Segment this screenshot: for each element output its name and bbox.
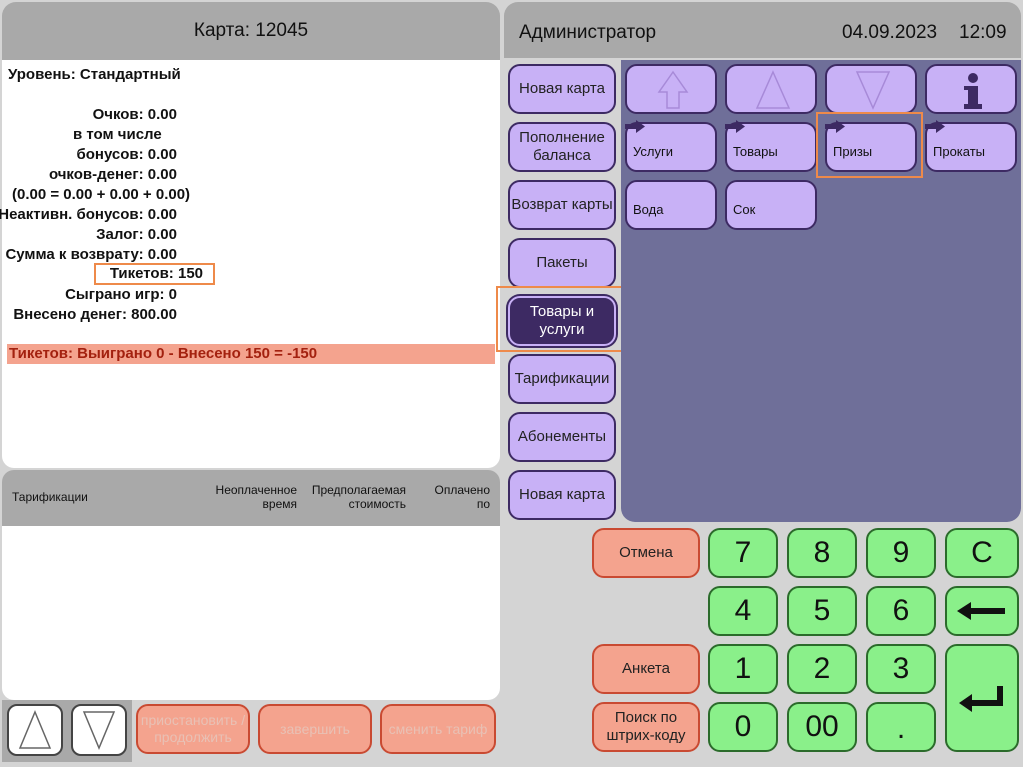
admin-header: Администратор 04.09.2023 12:09 (504, 2, 1021, 58)
card-header: Карта: 12045 (2, 2, 500, 60)
backspace-button[interactable] (945, 586, 1019, 636)
key-0[interactable]: 0 (708, 702, 778, 752)
scroll-up-button[interactable] (7, 704, 63, 756)
card-info-panel (2, 60, 500, 468)
tariff-table-body[interactable] (2, 526, 500, 700)
money-in-text: Внесено денег: 800.00 (13, 306, 177, 323)
tickets-text: Тикетов: 150 (94, 263, 215, 285)
deposit-text: Залог: 0.00 (96, 226, 177, 243)
key-1[interactable]: 1 (708, 644, 778, 694)
user-name: Администратор (519, 22, 657, 43)
scroll-down-button[interactable] (71, 704, 127, 756)
nav-new-card-2[interactable]: Новая карта (508, 470, 616, 520)
key-2[interactable]: 2 (787, 644, 857, 694)
tile-rentals[interactable]: Прокаты (925, 120, 1017, 172)
nav-tariffs[interactable]: Тарификации (508, 354, 616, 404)
refund-text: Сумма к возврату: 0.00 (5, 246, 177, 263)
barcode-search-button[interactable]: Поиск по штрих-коду (592, 702, 700, 752)
nav-goods-services[interactable]: Товары и услуги (508, 296, 616, 346)
tile-services[interactable]: Услуги (625, 120, 717, 172)
time-text: 12:09 (959, 22, 1007, 43)
back-arrow-icon (657, 70, 689, 109)
tile-water[interactable]: Вода (625, 180, 717, 230)
page-down-button[interactable] (825, 64, 917, 114)
info-button[interactable] (925, 64, 1017, 114)
formula-text: (0.00 = 0.00 + 0.00 + 0.00) (12, 186, 191, 203)
tile-label: Прокаты (933, 144, 986, 159)
key-8[interactable]: 8 (787, 528, 857, 578)
col-tariffs: Тарификации (12, 490, 88, 504)
money-points-text: очков-денег: 0.00 (48, 166, 177, 183)
folder-arrow-icon (725, 120, 745, 133)
nav-return-card[interactable]: Возврат карты (508, 180, 616, 230)
tile-label: Услуги (633, 144, 673, 159)
survey-button[interactable]: Анкета (592, 644, 700, 694)
page-down-icon (855, 71, 891, 110)
tile-label: Сок (733, 202, 756, 217)
tile-label: Вода (633, 202, 664, 217)
folder-arrow-icon (625, 120, 645, 133)
points-text: Очков: 0.00 (92, 106, 177, 123)
ticket-summary-bar: Тикетов: Выиграно 0 - Внесено 150 = -150 (7, 344, 495, 364)
key-7[interactable]: 7 (708, 528, 778, 578)
nav-packages[interactable]: Пакеты (508, 238, 616, 288)
including-text: в том числе (73, 126, 162, 143)
key-clear[interactable]: C (945, 528, 1019, 578)
tile-label: Товары (733, 144, 778, 159)
tile-prizes[interactable]: Призы (825, 120, 917, 172)
key-3[interactable]: 3 (866, 644, 936, 694)
bonuses-text: бонусов: 0.00 (76, 146, 177, 163)
nav-new-card[interactable]: Новая карта (508, 64, 616, 114)
nav-top-up[interactable]: Пополнение баланса (508, 122, 616, 172)
change-tariff-button[interactable]: сменить тариф (380, 704, 496, 754)
key-9[interactable]: 9 (866, 528, 936, 578)
tariff-table-header: Тарификации Неоплаченное время Предполаг… (2, 470, 500, 526)
tile-goods[interactable]: Товары (725, 120, 817, 172)
info-icon (964, 73, 982, 109)
enter-icon (959, 686, 1003, 712)
down-arrow-icon (82, 711, 116, 750)
back-button[interactable] (625, 64, 717, 114)
col-unpaid-time: Неоплаченное время (215, 483, 297, 511)
page-up-icon (755, 70, 791, 109)
cancel-button[interactable]: Отмена (592, 528, 700, 578)
games-played-text: Сыграно игр: 0 (65, 286, 177, 303)
key-00[interactable]: 00 (787, 702, 857, 752)
key-5[interactable]: 5 (787, 586, 857, 636)
tile-label: Призы (833, 144, 873, 159)
enter-button[interactable] (945, 644, 1019, 752)
date-text: 04.09.2023 (842, 22, 938, 43)
tile-juice[interactable]: Сок (725, 180, 817, 230)
key-dot[interactable]: . (866, 702, 936, 752)
pause-resume-button[interactable]: приостановить / продолжить (136, 704, 250, 754)
page-up-button[interactable] (725, 64, 817, 114)
key-6[interactable]: 6 (866, 586, 936, 636)
nav-subscriptions[interactable]: Абонементы (508, 412, 616, 462)
card-title: Карта: 12045 (193, 20, 309, 41)
prizes-highlight (816, 112, 923, 178)
key-4[interactable]: 4 (708, 586, 778, 636)
up-arrow-icon (18, 710, 52, 749)
level-text: Уровень: Стандартный (8, 66, 181, 83)
inactive-bonuses-text: Неактивн. бонусов: 0.00 (0, 206, 177, 223)
folder-arrow-icon (925, 120, 945, 133)
backspace-icon (957, 602, 1005, 620)
col-estimated-cost: Предполагаемая стоимость (311, 483, 406, 511)
folder-arrow-icon (825, 120, 845, 133)
finish-button[interactable]: завершить (258, 704, 372, 754)
col-paid-until: Оплачено по (434, 483, 490, 511)
